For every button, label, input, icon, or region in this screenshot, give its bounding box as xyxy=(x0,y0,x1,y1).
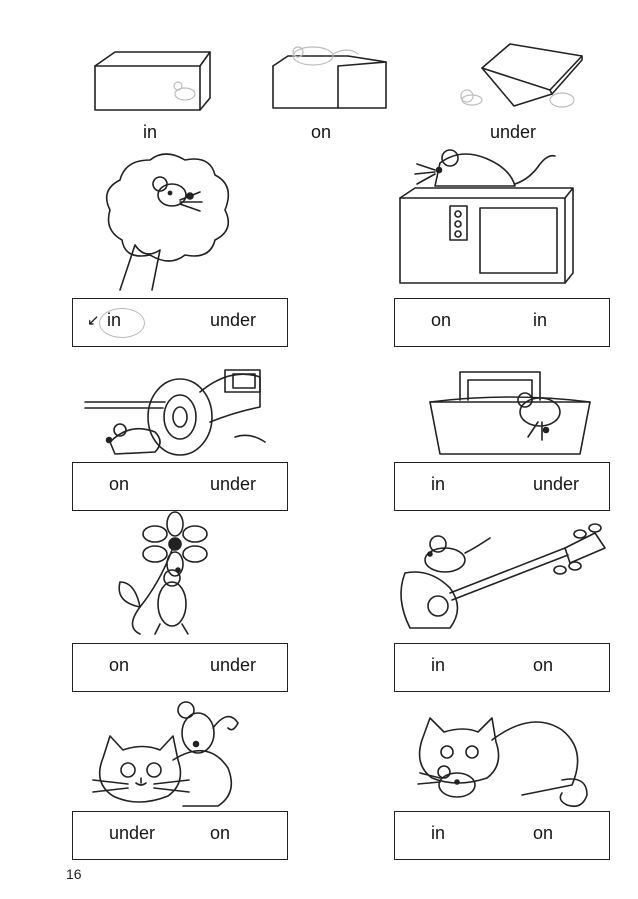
option-in[interactable]: in xyxy=(107,310,122,330)
option-in[interactable]: in xyxy=(431,474,446,494)
option-on[interactable]: on xyxy=(109,474,130,494)
answer-box-4[interactable]: in under xyxy=(394,462,610,511)
car-mouse-illustration xyxy=(84,369,266,456)
option-under[interactable]: under xyxy=(109,823,156,843)
box-under-illustration xyxy=(460,43,583,108)
answer-box-1[interactable]: ↙ in under xyxy=(72,298,288,347)
check-arrow-icon: ↙ xyxy=(87,312,100,329)
box-on-illustration xyxy=(272,46,387,109)
box-in-illustration xyxy=(94,51,211,111)
option-on[interactable]: on xyxy=(533,823,554,843)
answer-box-3[interactable]: on under xyxy=(72,462,288,511)
option-on[interactable]: on xyxy=(533,655,554,675)
option-on[interactable]: on xyxy=(210,823,231,843)
option-under[interactable]: under xyxy=(533,474,580,494)
cat-mouse-on-illustration xyxy=(92,701,239,807)
answer-box-8[interactable]: in on xyxy=(394,811,610,860)
selection-circle xyxy=(99,308,145,338)
flower-mouse-illustration xyxy=(118,511,208,635)
cat-mouse-under-illustration xyxy=(417,717,588,808)
answer-box-7[interactable]: under on xyxy=(72,811,288,860)
option-under[interactable]: under xyxy=(210,310,257,330)
header-label-under: under xyxy=(490,122,537,142)
tv-mouse-illustration xyxy=(399,149,574,284)
answer-box-6[interactable]: in on xyxy=(394,643,610,692)
page-number: 16 xyxy=(66,866,82,882)
option-under[interactable]: under xyxy=(210,474,257,494)
header-label-on: on xyxy=(311,122,332,142)
answer-box-2[interactable]: on in xyxy=(394,298,610,347)
option-on[interactable]: on xyxy=(109,655,130,675)
guitar-mouse-illustration xyxy=(400,523,606,629)
header-label-in: in xyxy=(143,122,158,142)
bag-mouse-illustration xyxy=(429,371,591,455)
option-in[interactable]: in xyxy=(431,823,446,843)
option-under[interactable]: under xyxy=(210,655,257,675)
option-in[interactable]: in xyxy=(431,655,446,675)
option-on[interactable]: on xyxy=(431,310,452,330)
option-in[interactable]: in xyxy=(533,310,548,330)
tree-mouse-illustration xyxy=(105,153,230,291)
answer-box-5[interactable]: on under xyxy=(72,643,288,692)
